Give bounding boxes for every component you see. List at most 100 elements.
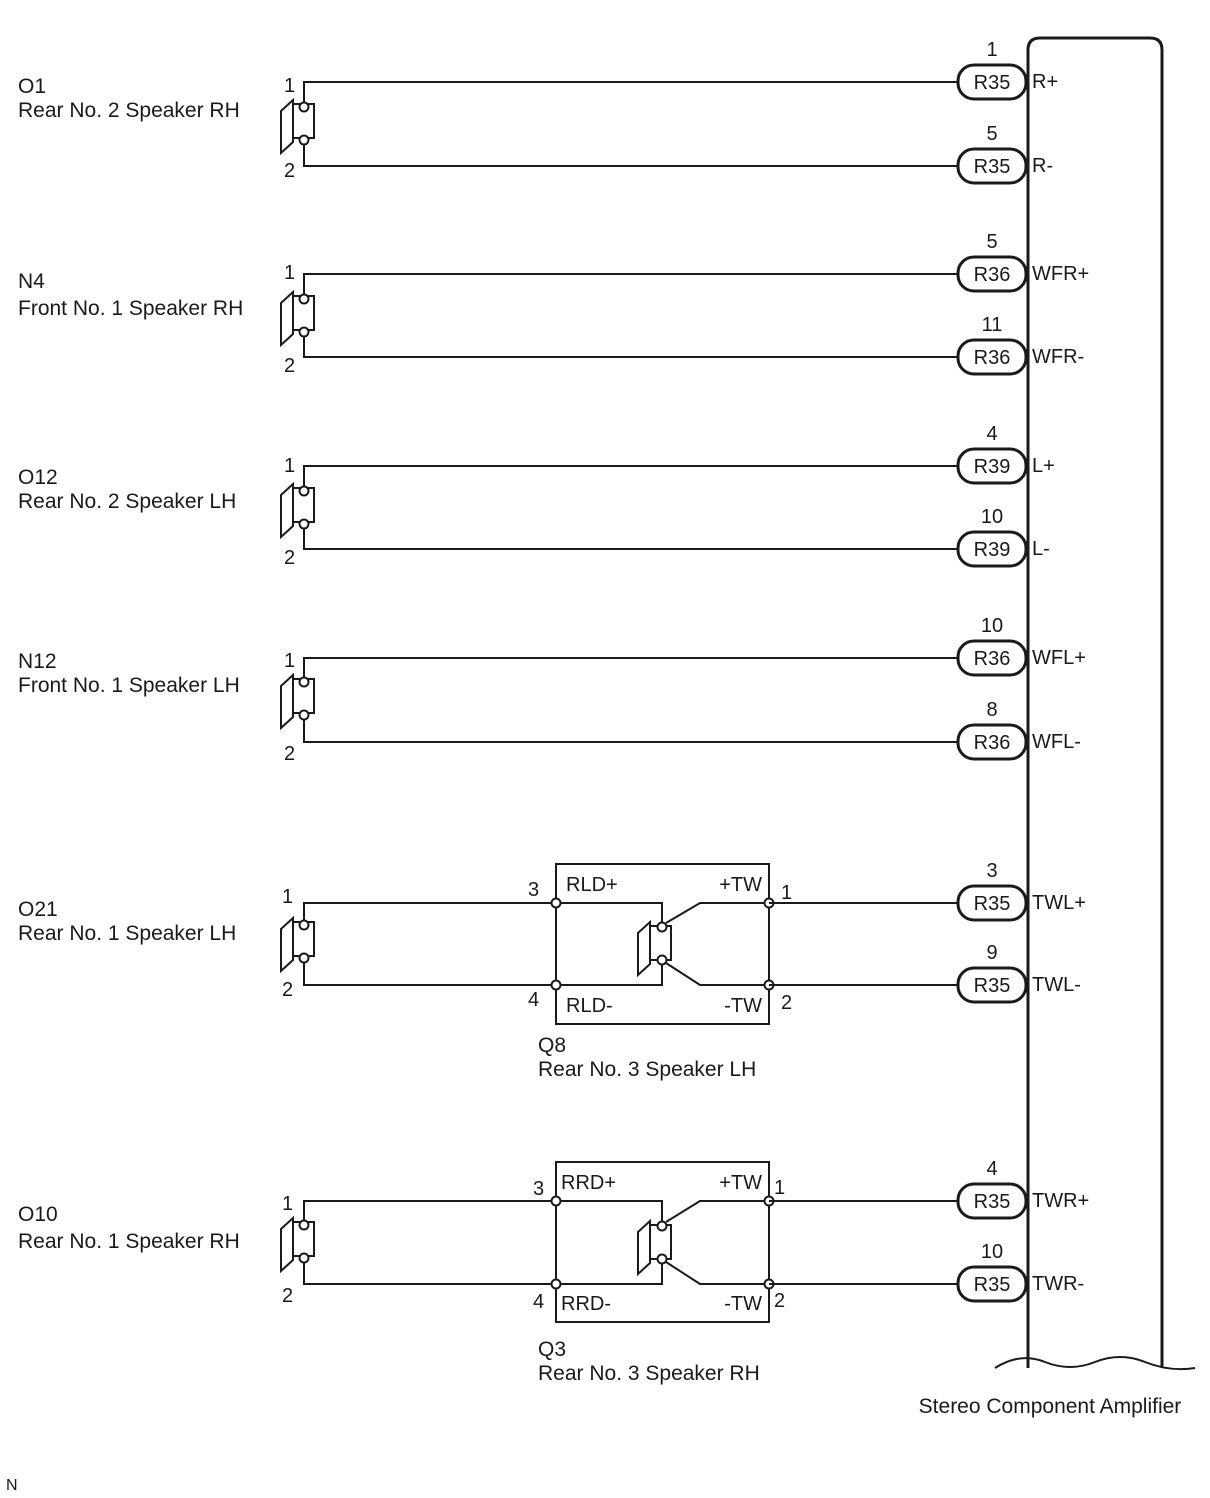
speaker-pin-plus: 1	[284, 262, 295, 284]
tweeter-in-minus: RRD-	[561, 1293, 611, 1315]
speaker-o10: O10 Rear No. 1 Speaker RH 1 2	[18, 1193, 556, 1307]
connector-label: R35	[974, 1274, 1011, 1296]
footer-mark: N	[6, 1477, 18, 1494]
terminal-pin-number: 3	[986, 860, 997, 882]
wire-plus	[303, 465, 958, 488]
speaker-pin-plus: 1	[282, 1193, 293, 1215]
connector-label: R36	[974, 264, 1011, 286]
terminal-pin-number: 1	[986, 39, 997, 61]
speaker-pin-plus: 1	[284, 650, 295, 672]
terminal-signal-name: WFL+	[1032, 647, 1086, 669]
speaker-pin-minus: 2	[284, 160, 295, 182]
terminal-signal-name: L+	[1032, 455, 1055, 477]
amplifier-terminal: R39 10L-	[956, 506, 1050, 568]
connector-box	[956, 447, 1028, 485]
terminal-signal-name: R-	[1032, 155, 1053, 177]
speaker-pin-minus: 2	[284, 355, 295, 377]
connector-label: R36	[974, 347, 1011, 369]
speaker-name: Rear No. 1 Speaker LH	[18, 922, 236, 945]
connector-label: R36	[974, 648, 1011, 670]
tweeter-name: Rear No. 3 Speaker LH	[538, 1058, 756, 1081]
tweeter-name: Rear No. 3 Speaker RH	[538, 1362, 760, 1385]
speaker-name: Rear No. 1 Speaker RH	[18, 1230, 240, 1253]
terminal-signal-name: TWR-	[1032, 1273, 1084, 1295]
connector-box	[956, 884, 1028, 922]
tweeter-pin-in-minus: 4	[533, 1291, 544, 1313]
connector-box	[956, 1265, 1028, 1303]
speaker-pin-minus: 2	[282, 979, 293, 1001]
terminal-pin-number: 4	[986, 423, 997, 445]
tweeter-pin-in-plus: 3	[528, 879, 539, 901]
amplifier-terminal: R39 4L+	[956, 423, 1055, 485]
wire-minus	[303, 958, 556, 986]
terminal-pin-number: 11	[982, 314, 1003, 336]
wire-minus	[303, 715, 958, 743]
tweeter-q8: RLD+ RLD- +TW -TW 3 4 1 2 Q8 Rear No. 3 …	[528, 863, 958, 1081]
speaker-code: N12	[18, 650, 57, 673]
connector-label: R36	[974, 732, 1011, 754]
tweeter-pin-out-plus: 1	[781, 882, 792, 904]
amplifier-connectors: R351R+R355R-R365WFR+R3611WFR-R394L+R3910…	[956, 39, 1089, 1303]
speaker-pin-plus: 1	[284, 455, 295, 477]
speaker-code: O10	[18, 1203, 58, 1226]
tweeter-pin-out-minus: 2	[781, 992, 792, 1014]
tweeter-box	[555, 863, 770, 1025]
connector-box	[956, 147, 1028, 185]
wire-minus	[303, 524, 958, 550]
terminal-signal-name: TWR+	[1032, 1190, 1089, 1212]
tweeter-in-minus: RLD-	[566, 995, 613, 1017]
connector-label: R35	[974, 975, 1011, 997]
wire-plus	[303, 657, 958, 679]
terminal-pin-number: 8	[986, 699, 997, 721]
tweeter-pin-in-plus: 3	[533, 1178, 544, 1200]
terminal-signal-name: TWL+	[1032, 892, 1086, 914]
terminal-pin-number: 5	[986, 231, 997, 253]
tweeter-pin-out-minus: 2	[774, 1290, 785, 1312]
connector-label: R35	[974, 72, 1011, 94]
connector-box	[956, 63, 1028, 101]
wire-plus	[303, 81, 958, 104]
connector-label: R35	[974, 893, 1011, 915]
tweeter-out-plus: +TW	[719, 874, 762, 896]
tweeter-out-minus: -TW	[724, 995, 762, 1017]
amplifier-terminal: R35 5R-	[956, 123, 1053, 185]
tweeter-pin-out-plus: 1	[774, 1177, 785, 1199]
terminal-pin-number: 10	[981, 506, 1003, 528]
terminal-signal-name: R+	[1032, 71, 1058, 93]
tweeter-in-plus: RLD+	[566, 874, 618, 896]
wire-plus	[303, 1200, 556, 1222]
connector-label: R35	[974, 1191, 1011, 1213]
connector-box	[956, 530, 1028, 568]
connector-box	[956, 1182, 1028, 1220]
speaker-name: Rear No. 2 Speaker LH	[18, 490, 236, 513]
speaker-code: O12	[18, 466, 58, 489]
connector-box	[956, 338, 1028, 376]
tweeter-code: Q8	[538, 1034, 566, 1057]
terminal-signal-name: WFR+	[1032, 263, 1089, 285]
speaker-name: Front No. 1 Speaker RH	[18, 297, 243, 320]
speaker-pin-plus: 1	[284, 75, 295, 97]
connector-box	[956, 255, 1028, 293]
terminal-pin-number: 4	[986, 1158, 997, 1180]
speaker-name: Rear No. 2 Speaker RH	[18, 99, 240, 122]
speaker-code: O21	[18, 898, 58, 921]
connector-label: R35	[974, 156, 1011, 178]
wire-plus	[303, 902, 556, 922]
terminal-pin-number: 5	[986, 123, 997, 145]
terminal-signal-name: L-	[1032, 538, 1050, 560]
tweeter-q3: RRD+ RRD- +TW -TW 3 4 1 2 Q3 Rear No. 3 …	[533, 1161, 958, 1385]
connector-label: R39	[974, 456, 1011, 478]
speaker-pin-minus: 2	[284, 547, 295, 569]
wire-minus	[303, 332, 958, 358]
wire-plus	[303, 273, 958, 296]
tweeter-out-minus: -TW	[724, 1293, 762, 1315]
connector-label: R39	[974, 539, 1011, 561]
speaker-n4: N4 Front No. 1 Speaker RH 1 2	[18, 262, 958, 377]
terminal-pin-number: 9	[986, 942, 997, 964]
speaker-n12: N12 Front No. 1 Speaker LH 1 2	[18, 650, 958, 765]
